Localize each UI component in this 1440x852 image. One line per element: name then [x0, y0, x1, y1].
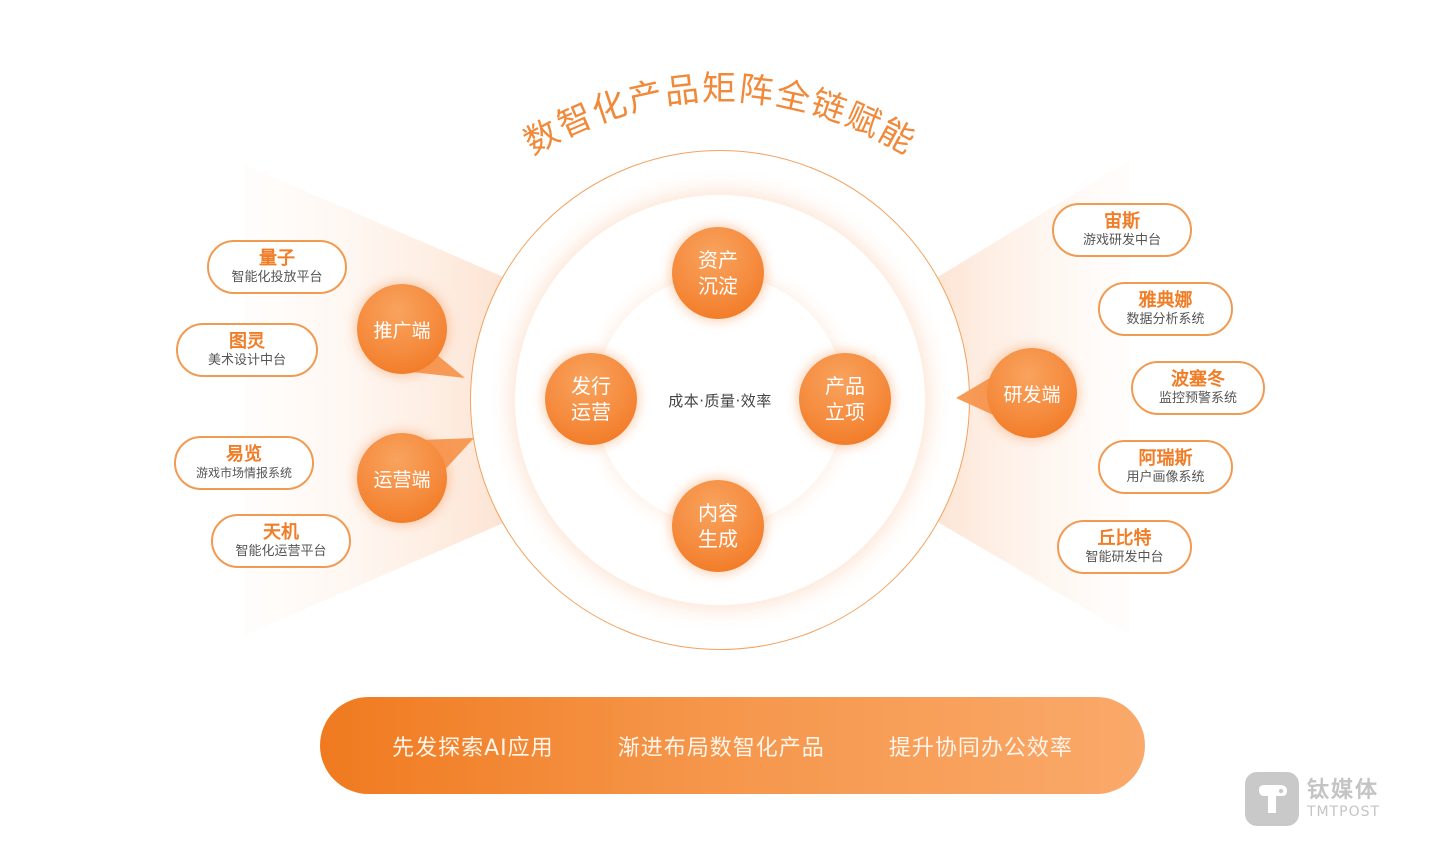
product-desc: 游戏研发中台 [1082, 232, 1161, 248]
product-desc: 监控预警系统 [1158, 390, 1237, 406]
product-desc: 用户画像系统 [1126, 469, 1205, 485]
product-pill-ares[interactable]: 阿瑞斯 用户画像系统 [1098, 440, 1233, 494]
product-name: 波塞冬 [1171, 368, 1225, 390]
product-name: 量子 [259, 247, 295, 269]
product-name: 易览 [226, 443, 262, 465]
tmtpost-logo-icon [1245, 772, 1299, 826]
node-label: 沉淀 [698, 274, 738, 298]
node-content-generation[interactable]: 内容 生成 [672, 480, 764, 572]
strategy-banner: 先发探索AI应用 渐进布局数智化产品 提升协同办公效率 [320, 697, 1145, 794]
product-desc: 智能化运营平台 [235, 543, 327, 559]
node-product-initiation[interactable]: 产品 立项 [799, 353, 891, 445]
banner-item-ai: 先发探索AI应用 [392, 735, 554, 761]
product-pill-cupid[interactable]: 丘比特 智能研发中台 [1057, 520, 1192, 574]
hub-operation[interactable]: 运营端 [357, 433, 447, 523]
banner-item-digital-products: 渐进布局数智化产品 [617, 735, 825, 761]
product-pill-tianji[interactable]: 天机 智能化运营平台 [211, 514, 351, 568]
product-pill-liangzi[interactable]: 量子 智能化投放平台 [207, 240, 347, 294]
product-pill-yilan[interactable]: 易览 游戏市场情报系统 [174, 436, 314, 490]
node-label: 资产 [698, 248, 738, 272]
node-label: 立项 [825, 400, 865, 424]
node-label: 产品 [825, 374, 865, 398]
product-desc: 美术设计中台 [207, 352, 286, 368]
banner-item-office-efficiency: 提升协同办公效率 [888, 735, 1073, 761]
center-slogan: 成本·质量·效率 [668, 392, 772, 410]
product-pill-tuling[interactable]: 图灵 美术设计中台 [176, 323, 318, 377]
product-pill-athena[interactable]: 雅典娜 数据分析系统 [1098, 282, 1233, 336]
product-desc: 智能化投放平台 [231, 269, 323, 285]
product-pill-zeus[interactable]: 宙斯 游戏研发中台 [1052, 203, 1192, 257]
product-pill-poseidon[interactable]: 波塞冬 监控预警系统 [1131, 361, 1265, 415]
product-desc: 游戏市场情报系统 [195, 465, 292, 480]
hub-promotion[interactable]: 推广端 [357, 284, 447, 374]
product-desc: 智能研发中台 [1085, 549, 1164, 565]
product-name: 丘比特 [1097, 527, 1152, 549]
product-name: 图灵 [229, 330, 265, 352]
node-publishing-operation[interactable]: 发行 运营 [545, 353, 637, 445]
node-label: 生成 [698, 527, 738, 551]
watermark-cn: 钛媒体 [1307, 778, 1380, 803]
node-label: 运营 [571, 400, 611, 424]
product-name: 雅典娜 [1138, 289, 1193, 311]
hub-rnd[interactable]: 研发端 [987, 348, 1077, 438]
product-name: 阿瑞斯 [1138, 447, 1193, 469]
product-name: 天机 [263, 521, 299, 543]
node-asset-deposit[interactable]: 资产 沉淀 [672, 227, 764, 319]
product-name: 宙斯 [1104, 210, 1140, 232]
product-desc: 数据分析系统 [1126, 311, 1205, 327]
node-label: 内容 [698, 501, 738, 525]
node-label: 发行 [571, 374, 611, 398]
tmtpost-watermark: 钛媒体 TMTPOST [1245, 772, 1380, 826]
watermark-en: TMTPOST [1307, 804, 1381, 820]
